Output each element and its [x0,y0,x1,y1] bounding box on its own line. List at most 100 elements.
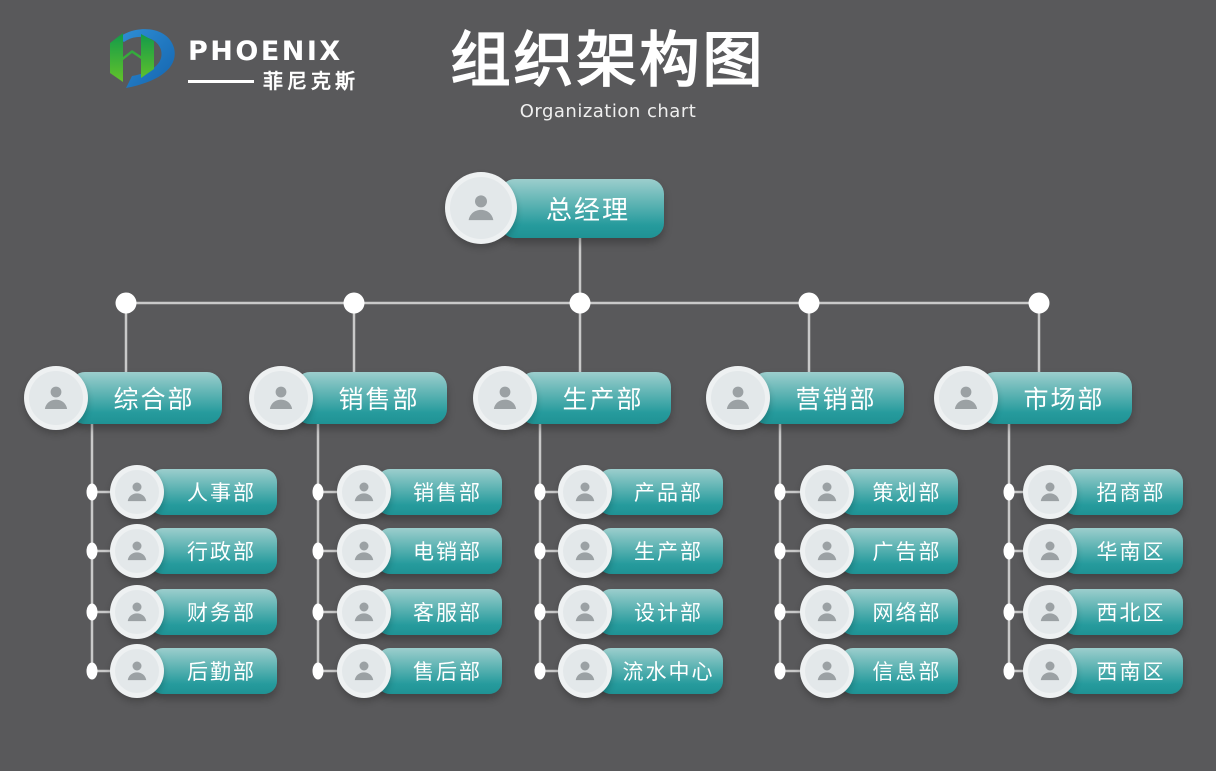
node-pill: 招商部 [1063,469,1183,515]
avatar [1023,585,1077,639]
avatar [110,585,164,639]
avatar [800,524,854,578]
node-pill: 生产部 [598,528,723,574]
node-label: 综合部 [113,385,195,414]
person-icon [575,602,595,622]
person-icon [127,661,147,681]
person-icon [1040,482,1060,502]
node-pill: 广告部 [840,528,958,574]
node-pill: 产品部 [598,469,723,515]
person-icon [954,386,978,409]
page-subtitle: Organization chart [519,101,697,122]
person-icon [1040,541,1060,561]
avatar [558,465,612,519]
node-label: 财务部 [187,601,256,625]
avatar [473,366,537,430]
avatar [337,644,391,698]
person-icon [817,661,837,681]
brand-name-chinese: 菲尼克斯 [263,69,359,93]
person-icon [817,602,837,622]
avatar [445,172,517,244]
person-icon [817,482,837,502]
avatar [1023,465,1077,519]
avatar [110,524,164,578]
avatar [1023,644,1077,698]
node-pill: 策划部 [840,469,958,515]
person-icon [575,482,595,502]
person-icon [575,661,595,681]
node-pill: 综合部 [70,372,222,424]
node-pill: 流水中心 [598,648,723,694]
page-title: 组织架构图 [450,26,766,96]
node-pill: 人事部 [150,469,277,515]
node-label: 总经理 [545,196,630,226]
avatar [110,465,164,519]
node-pill: 设计部 [598,589,723,635]
node-pill: 网络部 [840,589,958,635]
node-label: 华南区 [1096,540,1166,564]
node-label: 人事部 [187,481,256,505]
person-icon [354,602,374,622]
avatar [558,524,612,578]
avatar [800,465,854,519]
node-label: 设计部 [634,601,703,625]
person-icon [1040,602,1060,622]
node-pill: 销售部 [377,469,502,515]
node-label: 策划部 [872,481,942,505]
brand-dash-line [188,79,254,83]
node-pill: 营销部 [752,372,904,424]
node-pill: 信息部 [840,648,958,694]
person-icon [1040,661,1060,681]
node-label: 生产部 [634,540,703,564]
avatar [1023,524,1077,578]
node-label: 西南区 [1096,660,1166,684]
node-label: 网络部 [872,601,942,625]
node-pill: 市场部 [980,372,1132,424]
avatar [558,585,612,639]
node-label: 后勤部 [187,660,256,684]
node-pill: 财务部 [150,589,277,635]
avatar [249,366,313,430]
person-icon [127,602,147,622]
node-pill: 电销部 [377,528,502,574]
node-pill: 销售部 [295,372,447,424]
node-pill: 行政部 [150,528,277,574]
node-label: 售后部 [413,660,482,684]
node-label: 客服部 [413,601,482,625]
person-icon [354,541,374,561]
node-pill: 华南区 [1063,528,1183,574]
avatar [706,366,770,430]
person-icon [127,482,147,502]
avatar [337,465,391,519]
avatar [800,585,854,639]
node-label: 流水中心 [622,660,715,684]
node-label: 西北区 [1096,601,1166,625]
node-pill: 西南区 [1063,648,1183,694]
node-label: 信息部 [872,660,942,684]
person-icon [127,541,147,561]
node-pill: 总经理 [500,179,664,238]
avatar [800,644,854,698]
node-label: 电销部 [413,540,482,564]
node-pill: 客服部 [377,589,502,635]
avatar [934,366,998,430]
node-pill: 西北区 [1063,589,1183,635]
person-icon [726,386,750,409]
person-icon [354,482,374,502]
person-icon [493,386,517,409]
avatar [337,585,391,639]
node-label: 销售部 [338,385,420,414]
phoenix-logo-icon [110,29,175,89]
person-icon [575,541,595,561]
avatar [558,644,612,698]
node-label: 销售部 [413,481,482,505]
avatar [110,644,164,698]
node-label: 产品部 [634,481,703,505]
node-pill: 后勤部 [150,648,277,694]
avatar [24,366,88,430]
person-icon [269,386,293,409]
node-pill: 售后部 [377,648,502,694]
node-label: 行政部 [187,540,256,564]
avatar [337,524,391,578]
brand-name: PHOENIX [188,36,343,67]
